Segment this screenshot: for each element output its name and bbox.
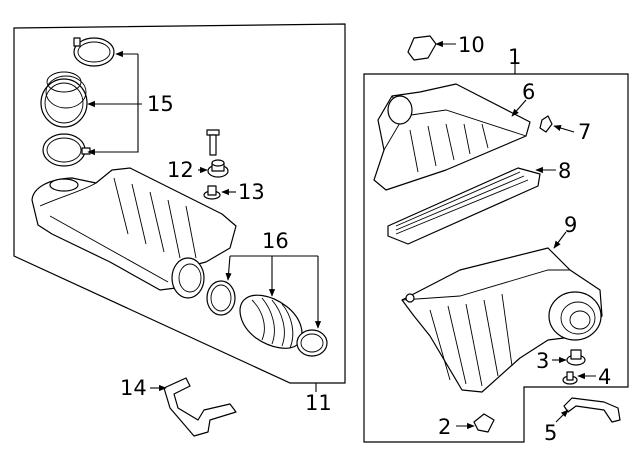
part-2-clip: [473, 413, 495, 433]
part-7-clip: [539, 115, 553, 133]
group-box-11: [13, 23, 346, 384]
part-15-clamp-bottom: [42, 133, 91, 167]
callout-13: 13: [238, 180, 265, 204]
part-4-nut: [562, 371, 578, 385]
part-16-clamp-left: [206, 280, 236, 316]
part-5-bracket: [563, 397, 621, 423]
callout-7: 7: [578, 120, 591, 144]
callout-14: 14: [120, 376, 147, 400]
callout-8: 8: [558, 159, 571, 183]
leader-lines: [87, 40, 596, 430]
callout-15: 15: [147, 92, 174, 116]
callout-2: 2: [438, 415, 451, 439]
part-10-sensor: [407, 35, 437, 61]
callout-12: 12: [167, 158, 194, 182]
part-12-grommet: [207, 159, 229, 178]
part-3-grommet: [566, 349, 586, 366]
callout-11: 11: [305, 391, 332, 415]
part-14-bracket: [163, 377, 237, 437]
part-11-inlet-duct: [31, 167, 237, 299]
part-9-lower-housing: [401, 247, 603, 393]
part-8-filter: [387, 167, 541, 245]
callout-9: 9: [564, 213, 577, 237]
callout-3: 3: [536, 349, 549, 373]
part-15-clamp-top: [73, 37, 115, 67]
group-box-1: [363, 73, 629, 443]
part-16-hose: [239, 294, 303, 349]
part-15-coupler-hose: [40, 71, 88, 128]
callout-6: 6: [522, 80, 535, 104]
callout-1: 1: [508, 45, 521, 69]
callout-5: 5: [544, 421, 557, 445]
callout-16: 16: [262, 229, 289, 253]
part-6-cover: [373, 83, 531, 191]
callout-10: 10: [458, 33, 485, 57]
callout-4: 4: [598, 365, 611, 389]
part-13-nut: [203, 185, 221, 200]
part-16-clamp-right: [296, 329, 328, 357]
bolt: [206, 129, 220, 156]
